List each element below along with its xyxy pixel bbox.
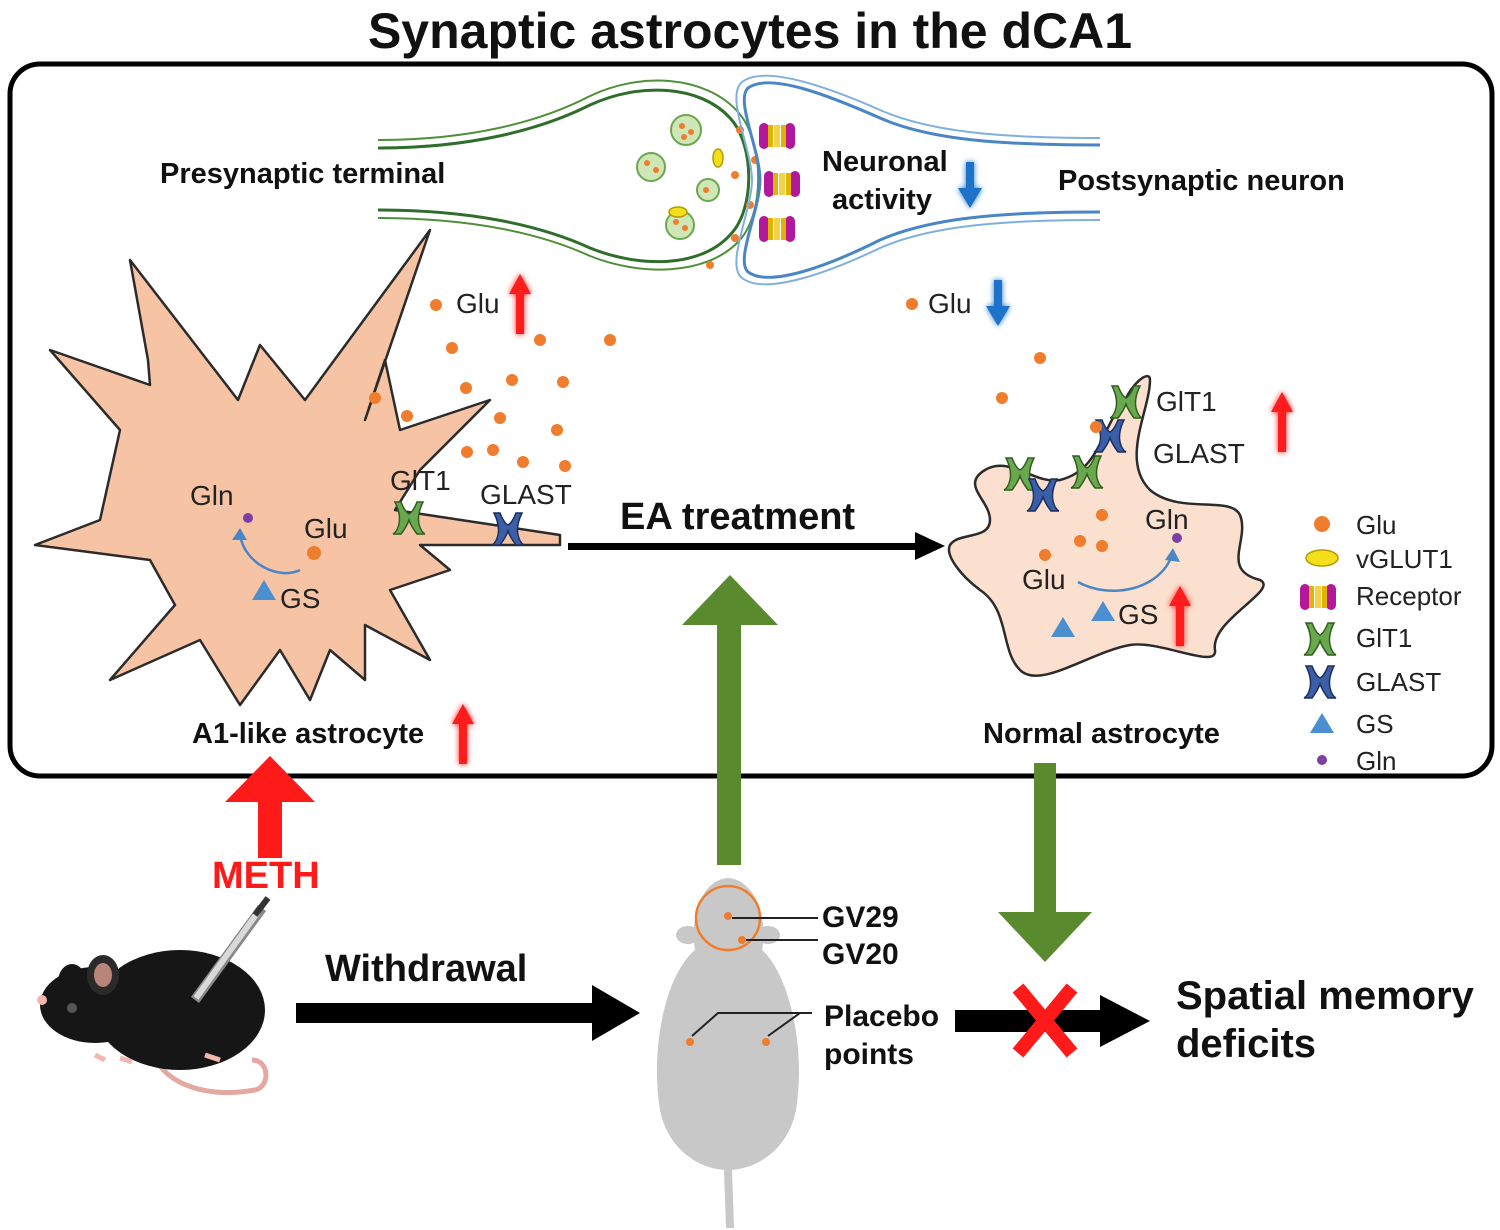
outcome-label-1: Spatial memory bbox=[1176, 974, 1474, 1018]
left-glu-label: Glu bbox=[456, 288, 500, 319]
ea-treatment-arrow bbox=[568, 532, 945, 560]
neuronal-activity-label-2: activity bbox=[832, 184, 932, 216]
meth-arrow bbox=[225, 756, 315, 858]
a1-up-arrow bbox=[452, 704, 474, 764]
postsynaptic-neuron bbox=[735, 74, 1101, 286]
withdrawal-label: Withdrawal bbox=[325, 948, 528, 990]
legend-receptor-label: Receptor bbox=[1356, 581, 1462, 611]
vglut1-icon bbox=[1305, 549, 1339, 567]
neuronal-activity-down-arrow bbox=[958, 162, 982, 208]
right-glu-down-arrow bbox=[986, 280, 1010, 326]
right-glt1-label: GlT1 bbox=[1156, 386, 1217, 417]
left-glast-label: GLAST bbox=[480, 479, 572, 510]
outcome-green-arrow bbox=[998, 763, 1092, 962]
a1-like-astrocyte-shape bbox=[33, 228, 562, 707]
gray-mouse-topview bbox=[656, 878, 818, 1229]
glast-transporter-icon bbox=[1303, 665, 1337, 699]
normal-astrocyte-label: Normal astrocyte bbox=[983, 718, 1220, 750]
glt1-transporter-icon bbox=[1303, 622, 1337, 656]
legend-gs-label: GS bbox=[1356, 709, 1394, 739]
placebo-label-2: points bbox=[824, 1038, 914, 1071]
right-gln-label: Gln bbox=[1145, 504, 1189, 535]
withdrawal-arrow bbox=[296, 985, 640, 1041]
right-inner-glu-label: Glu bbox=[1022, 564, 1066, 595]
glt1-glast-up-arrow bbox=[1271, 392, 1293, 452]
left-glt1-label: GlT1 bbox=[390, 465, 451, 496]
synaptic-vesicles bbox=[636, 114, 724, 240]
dca1-frame bbox=[7, 61, 1495, 779]
gs-triangle-icon bbox=[1310, 713, 1334, 733]
postsynaptic-label: Postsynaptic neuron bbox=[1058, 165, 1345, 197]
legend-gln-label: Gln bbox=[1356, 746, 1397, 776]
a1-astrocyte-label: A1-like astrocyte bbox=[192, 718, 425, 750]
outcome-label-2: deficits bbox=[1176, 1022, 1317, 1066]
left-astrocyte-inner bbox=[232, 501, 525, 600]
left-gln-label: Gln bbox=[190, 480, 234, 511]
meth-label: METH bbox=[212, 855, 320, 897]
right-glast-label: GLAST bbox=[1153, 438, 1245, 469]
legend-glt1-label: GlT1 bbox=[1356, 623, 1413, 653]
right-glu-cloud bbox=[906, 298, 1102, 433]
legend-glast-label: GLAST bbox=[1356, 667, 1442, 697]
placebo-label-1: Placebo bbox=[824, 1000, 940, 1033]
ea-green-arrow bbox=[682, 575, 778, 865]
presynaptic-label: Presynaptic terminal bbox=[160, 158, 446, 190]
neuronal-activity-label-1: Neuronal bbox=[822, 146, 948, 178]
glu-dot-icon bbox=[1314, 516, 1330, 532]
ea-treatment-label: EA treatment bbox=[620, 496, 856, 538]
legend-glu-label: Glu bbox=[1356, 510, 1397, 540]
legend-vglut1-label: vGLUT1 bbox=[1356, 544, 1453, 574]
gv29-label: GV29 bbox=[822, 901, 899, 934]
figure-title: Synaptic astrocytes in the dCA1 bbox=[367, 3, 1133, 59]
gv20-label: GV20 bbox=[822, 938, 899, 971]
left-glu-up-arrow bbox=[509, 274, 531, 334]
outcome-arrow bbox=[955, 995, 1150, 1047]
normal-astrocyte-shape bbox=[947, 374, 1265, 677]
blocked-x-icon bbox=[1012, 983, 1078, 1058]
right-astrocyte-inner bbox=[1003, 385, 1182, 637]
right-gs-label: GS bbox=[1118, 599, 1159, 630]
left-gs-label: GS bbox=[280, 583, 321, 614]
receptor-icon bbox=[1300, 584, 1336, 610]
mouse-illustration bbox=[37, 896, 271, 1096]
legend-icons bbox=[1300, 516, 1339, 765]
gln-dot-icon bbox=[1317, 755, 1327, 765]
left-inner-glu-label: Glu bbox=[304, 513, 348, 544]
right-glu-label: Glu bbox=[928, 288, 972, 319]
left-glu-cloud bbox=[369, 299, 616, 472]
